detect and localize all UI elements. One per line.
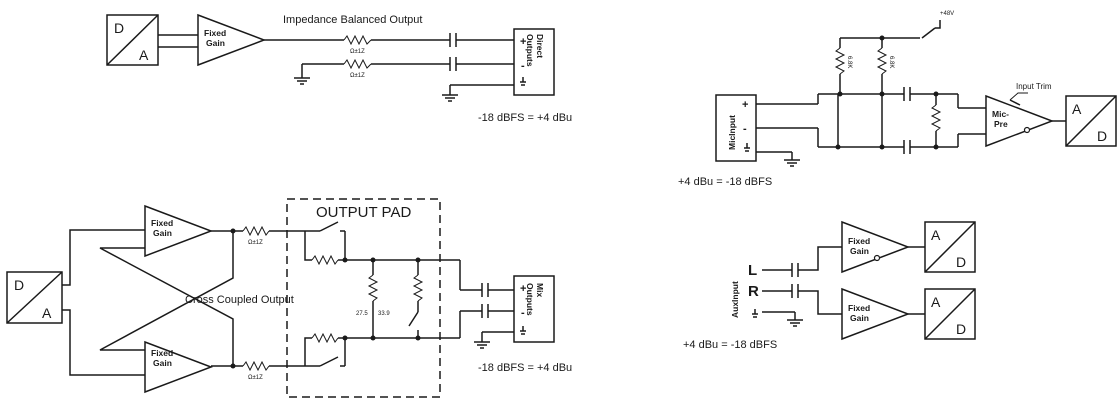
aux-ground (787, 319, 803, 327)
pad-shunt-resistor-right (412, 274, 424, 302)
direct-outputs-connector: + - DirectOutputs (513, 28, 555, 96)
pad-switch-bottom (305, 338, 346, 367)
output-pad-label: OUTPUT PAD (316, 204, 411, 221)
mix-outputs-connector: + - MixOutputs (513, 275, 555, 343)
mix-capacitor-top (481, 283, 489, 297)
mix-outputs-label: MixOutputs (525, 283, 545, 316)
mic-connector-ground-icon (744, 143, 750, 152)
direct-resistor-bottom (343, 58, 372, 70)
mix-plus: + (520, 283, 526, 295)
direct-ground-right (442, 94, 458, 102)
mix-ground (474, 341, 490, 349)
cross-coupled-label: Cross Coupled Output (185, 294, 294, 306)
aux-right-adc-d: D (956, 321, 966, 337)
direct-minus: - (521, 60, 525, 72)
direct-capacitor-bottom (449, 57, 457, 71)
mix-res-label-top: Ω±1Z (248, 240, 263, 246)
mic-shunt-resistor (930, 104, 942, 132)
direct-res-label-top: Ω±1Z (350, 49, 365, 55)
mix-dac-label-d: D (14, 277, 24, 293)
mic-input-connector: + - MicInput (715, 94, 757, 162)
aux-left-adc-d: D (956, 254, 966, 270)
dac-label-a: A (139, 47, 149, 63)
aux-input-label: AuxInput (730, 281, 740, 318)
mic-input-label: MicInput (727, 115, 737, 150)
direct-title: Impedance Balanced Output (283, 14, 422, 26)
phantom-switch (840, 27, 936, 39)
aux-level: +4 dBu = -18 dBFS (683, 339, 777, 351)
mic-adc-label-a: A (1072, 101, 1082, 117)
mix-dac-block: D A (6, 271, 63, 324)
input-trim-label: Input Trim (1016, 82, 1052, 91)
pad-switch-top (305, 221, 346, 260)
mix-connector-ground-icon (520, 326, 526, 335)
direct-plus: + (520, 36, 526, 48)
mic-plus: + (742, 99, 748, 111)
mic-preamp: Mic-Pre (985, 94, 1055, 148)
aux-right-label: R (748, 283, 759, 300)
pad-shunt-resistor-left (367, 274, 379, 302)
mic-adc-label-d: D (1097, 128, 1107, 144)
phantom-label: +48V (940, 11, 954, 17)
mix-minus: - (521, 307, 525, 319)
mic-resistor-left (834, 47, 846, 75)
aux-right-adc-block: A D (924, 288, 976, 340)
mix-level: -18 dBFS = +4 dBu (478, 362, 572, 374)
mic-minus: - (743, 123, 747, 135)
aux-left-adc-block: A D (924, 221, 976, 273)
mic-res-label-right: 6.8K (888, 56, 894, 68)
mic-capacitor-top (903, 87, 911, 101)
dac-label-d: D (114, 20, 124, 36)
mic-ground (784, 159, 800, 167)
aux-capacitor-left (791, 263, 799, 277)
direct-res-label-bottom: Ω±1Z (350, 73, 365, 79)
mix-resistor-top (242, 225, 270, 237)
mic-level: +4 dBu = -18 dBFS (678, 176, 772, 188)
mic-capacitor-bottom (903, 140, 911, 154)
direct-level: -18 dBFS = +4 dBu (478, 112, 572, 124)
pad-resistor-bottom (311, 332, 339, 344)
mix-capacitor-bottom (481, 304, 489, 318)
mic-res-label-left: 6.8K (846, 56, 852, 68)
pad-resistor-top (311, 254, 339, 266)
aux-left-adc-a: A (931, 227, 941, 243)
pad-res-label-right: 33.9 (378, 311, 390, 317)
aux-right-adc-a: A (931, 294, 941, 310)
output-pad-box: OUTPUT PAD (286, 198, 441, 398)
mic-adc-block: A D (1065, 95, 1117, 147)
aux-capacitor-right (791, 284, 799, 298)
input-trim-arrow (1009, 99, 1021, 106)
mix-dac-label-a: A (42, 305, 52, 321)
pad-switch-shunt (408, 301, 419, 338)
direct-outputs-label: DirectOutputs (525, 34, 545, 67)
mic-input-section: +48V 6.8K 6.8K + - MicInput (678, 11, 1117, 188)
aux-ground-symbol-icon (752, 309, 758, 318)
mix-resistor-bottom (242, 360, 270, 372)
direct-resistor-top (343, 34, 372, 46)
direct-capacitor-top (449, 33, 457, 47)
pad-res-label-left: 27.5 (356, 311, 368, 317)
mix-res-label-bottom: Ω±1Z (248, 375, 263, 381)
direct-dac-block: D A (106, 14, 159, 66)
aux-left-label: L (748, 262, 757, 279)
direct-ground-left (294, 77, 310, 85)
mic-pre-label: Mic-Pre (992, 109, 1009, 129)
direct-connector-ground-icon (520, 77, 526, 86)
mic-resistor-right (876, 47, 888, 75)
